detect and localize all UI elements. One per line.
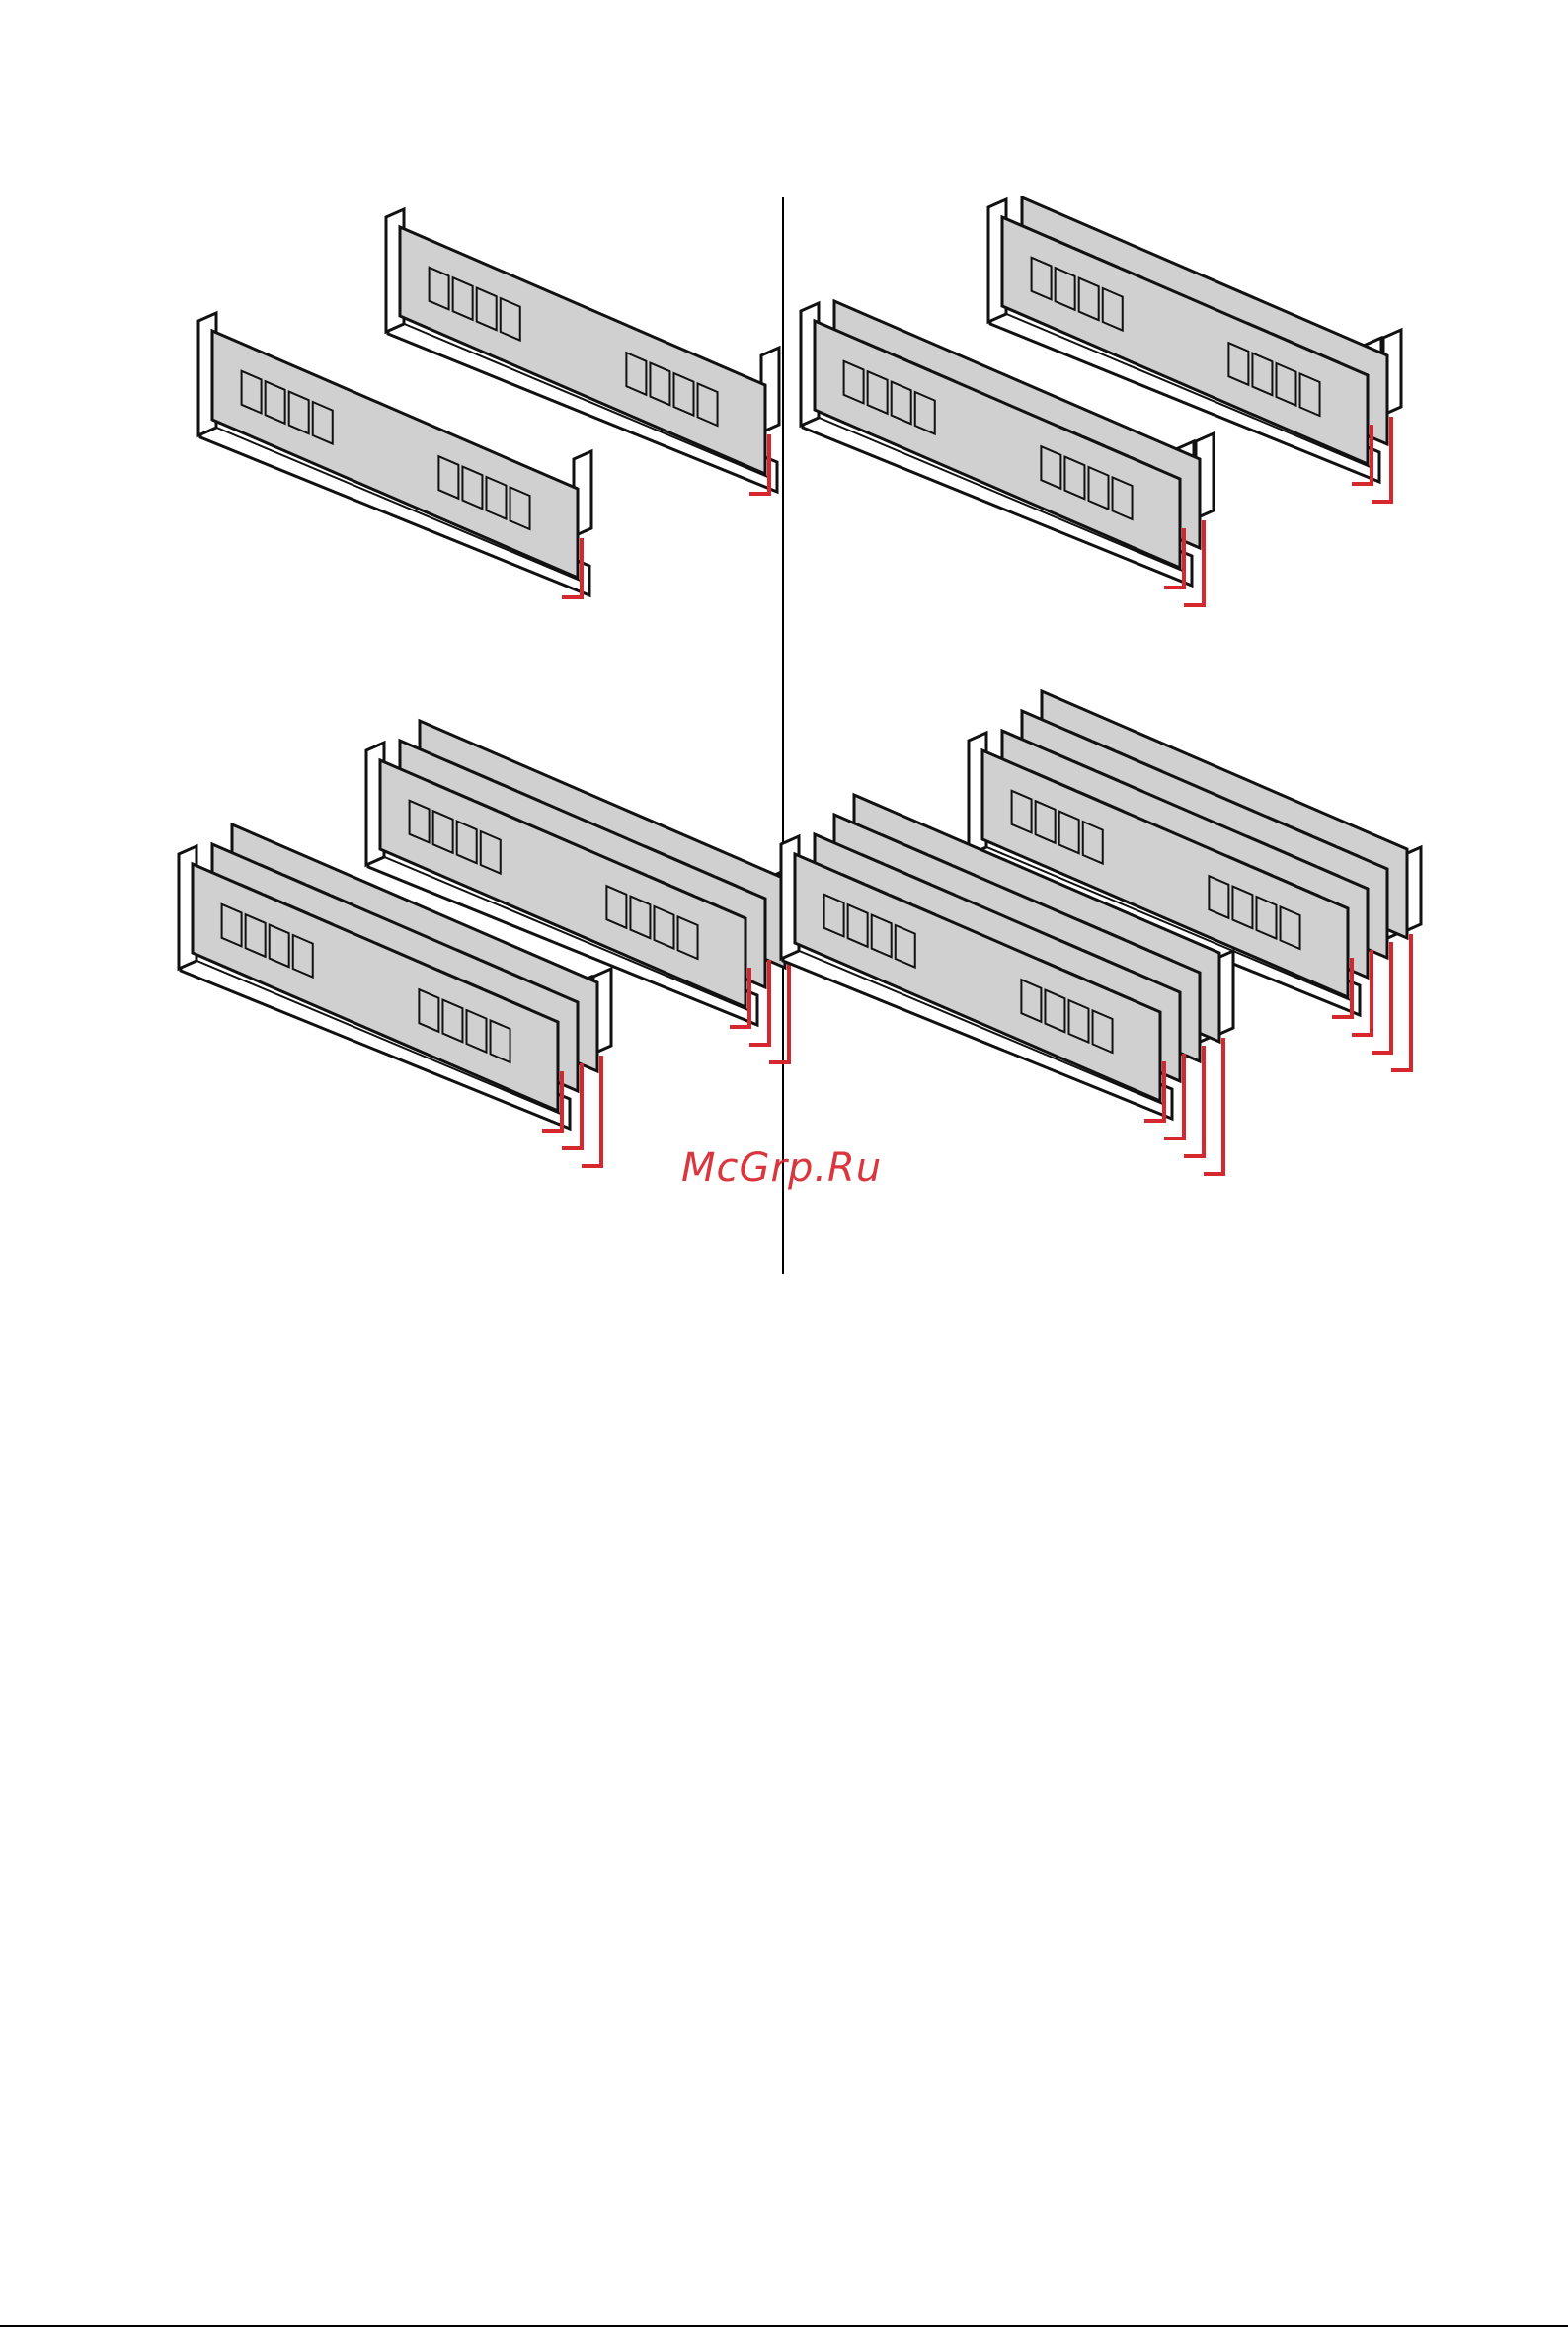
panel-bottom-right bbox=[781, 691, 1421, 1174]
memory-chip bbox=[453, 277, 473, 320]
memory-chip bbox=[222, 904, 242, 947]
memory-chip bbox=[872, 915, 892, 958]
memory-chip bbox=[1228, 343, 1248, 385]
memory-chip bbox=[1079, 278, 1099, 321]
memory-chip bbox=[289, 392, 309, 434]
watermark-text: McGrp.Ru bbox=[681, 1145, 882, 1191]
memory-chip bbox=[419, 989, 438, 1032]
memory-chip bbox=[457, 822, 477, 864]
memory-chip bbox=[1281, 906, 1300, 949]
memory-chip bbox=[487, 477, 507, 519]
memory-chip bbox=[844, 361, 864, 404]
memory-chip bbox=[438, 456, 458, 499]
memory-chip bbox=[1032, 258, 1052, 300]
memory-chip bbox=[1083, 822, 1103, 864]
memory-chip bbox=[630, 897, 650, 939]
memory-chip bbox=[655, 906, 674, 949]
memory-chip bbox=[678, 916, 698, 959]
memory-chip bbox=[1036, 801, 1056, 843]
memory-chip bbox=[1209, 876, 1228, 918]
leader-line bbox=[1391, 934, 1411, 1070]
memory-chip bbox=[430, 268, 449, 310]
memory-chip bbox=[510, 487, 530, 529]
memory-chip bbox=[501, 298, 520, 341]
memory-chip bbox=[1012, 791, 1032, 833]
memory-chip bbox=[1300, 373, 1320, 416]
memory-chip bbox=[650, 363, 669, 406]
memory-chip bbox=[433, 811, 453, 853]
memory-chip bbox=[1041, 446, 1060, 489]
memory-chip bbox=[1045, 990, 1064, 1033]
memory-chip bbox=[246, 914, 266, 957]
memory-chip bbox=[1089, 467, 1109, 510]
memory-chip bbox=[1252, 353, 1272, 396]
memory-chip bbox=[626, 353, 646, 395]
memory-chip bbox=[1257, 897, 1277, 939]
footer-rule bbox=[0, 2325, 1568, 2327]
memory-chip bbox=[674, 373, 694, 416]
memory-chip bbox=[868, 371, 888, 414]
memory-chip bbox=[442, 1000, 462, 1043]
panel-bottom-left bbox=[179, 721, 799, 1166]
memory-chip bbox=[467, 1010, 487, 1053]
memory-chip bbox=[892, 382, 911, 425]
memory-chip bbox=[1021, 980, 1041, 1022]
memory-chip bbox=[848, 904, 868, 947]
memory-chip bbox=[491, 1020, 510, 1062]
memory-chip bbox=[896, 925, 915, 968]
memory-chip bbox=[1093, 1010, 1113, 1053]
memory-chip bbox=[698, 383, 718, 426]
memory-chip bbox=[1059, 812, 1079, 854]
memory-chip bbox=[242, 371, 262, 414]
memory-chip bbox=[270, 925, 289, 968]
memory-chip bbox=[1113, 477, 1133, 519]
memory-chip bbox=[481, 831, 501, 874]
memory-chip bbox=[477, 288, 497, 331]
leader-line bbox=[1204, 1038, 1223, 1174]
memory-chip bbox=[1277, 363, 1296, 406]
memory-chip bbox=[824, 895, 844, 937]
memory-chip bbox=[1232, 887, 1252, 929]
memory-chip bbox=[1056, 268, 1075, 310]
memory-chip bbox=[1064, 457, 1084, 500]
panel-top-left bbox=[198, 209, 779, 597]
memory-chip bbox=[915, 392, 935, 434]
memory-chip bbox=[606, 886, 626, 928]
memory-chip bbox=[293, 935, 313, 978]
memory-chip bbox=[313, 402, 333, 444]
memory-chip bbox=[266, 381, 285, 424]
memory-chip bbox=[410, 801, 430, 843]
panel-top-right bbox=[801, 197, 1401, 605]
memory-chip bbox=[1069, 1000, 1089, 1043]
memory-chip bbox=[1103, 288, 1123, 331]
memory-chip bbox=[462, 467, 482, 510]
